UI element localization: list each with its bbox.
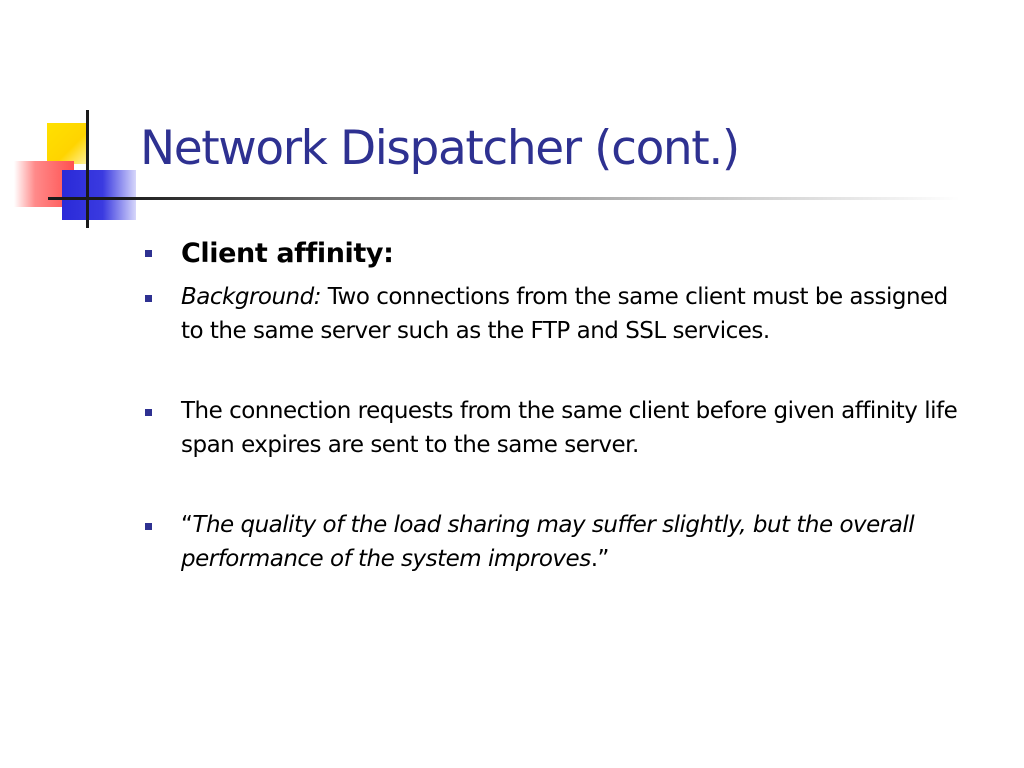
bullet-text: The connection requests from the same cl… xyxy=(181,398,958,458)
bullet-square-icon xyxy=(145,523,152,530)
bullet-square-icon xyxy=(145,250,152,257)
bullet-square-icon xyxy=(145,409,152,416)
title-underline xyxy=(48,197,960,200)
bullet-lead: Background: xyxy=(181,284,321,310)
bullet-connection-requests: The connection requests from the same cl… xyxy=(145,394,975,462)
bullet-square-icon xyxy=(145,295,152,302)
quote-close-mark: .” xyxy=(590,546,610,572)
logo-blue-square xyxy=(62,170,136,220)
bullet-quote: “The quality of the load sharing may suf… xyxy=(145,508,975,576)
quote-open-mark: “ xyxy=(181,512,193,538)
bullet-client-affinity: Client affinity: xyxy=(145,236,975,272)
slide-title: Network Dispatcher (cont.) xyxy=(140,121,740,176)
bullet-background: Background: Two connections from the sam… xyxy=(145,280,975,348)
bullet-text: Two connections from the same client mus… xyxy=(181,284,948,344)
bullet-heading: Client affinity: xyxy=(181,238,394,269)
logo-vertical-line xyxy=(86,110,89,228)
bullet-list: Client affinity: Background: Two connect… xyxy=(145,236,975,576)
bullet-quote-text: The quality of the load sharing may suff… xyxy=(181,512,915,572)
logo-yellow-square xyxy=(47,123,88,164)
